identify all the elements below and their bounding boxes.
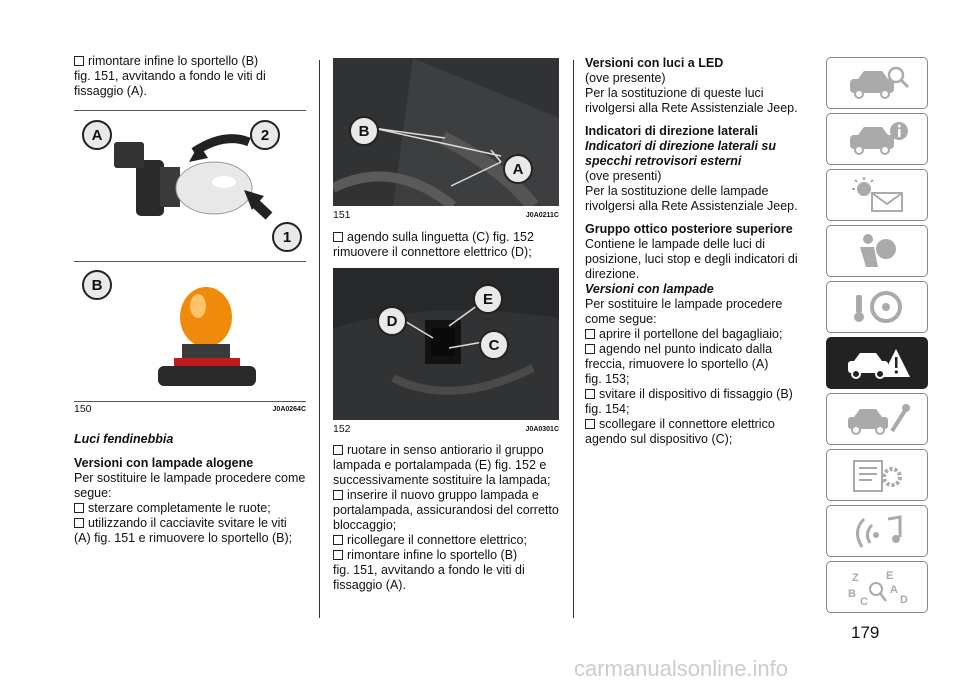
car-search-icon xyxy=(850,66,910,99)
bullet-square-icon xyxy=(333,490,343,500)
subsection-title: Versioni con lampade xyxy=(585,282,714,296)
bullet-square-icon xyxy=(585,389,595,399)
tab-emergency[interactable] xyxy=(826,337,928,389)
figure-code: J0A0264C xyxy=(272,406,306,413)
paragraph: Per sostituire le lampade procedere come… xyxy=(585,297,783,326)
step-item: agendo sulla linguetta (C) fig. 152 rimu… xyxy=(333,230,534,259)
figure-number: 151 xyxy=(333,209,351,221)
pwy-bulb-illustration xyxy=(158,287,256,386)
figure-callout-b: B xyxy=(349,116,379,146)
figure-callout-b: B xyxy=(82,270,112,300)
step-item: scollegare il connettore elettrico agend… xyxy=(585,417,775,446)
paragraph: Contiene le lampade delle luci di posizi… xyxy=(585,237,798,281)
bullet-square-icon xyxy=(333,550,343,560)
bullet-square-icon xyxy=(333,232,343,242)
svg-text:A: A xyxy=(890,584,898,596)
section-title: Versioni con luci a LED xyxy=(585,56,724,70)
tab-technical-data[interactable] xyxy=(826,449,928,501)
figure-code: J0A0211C xyxy=(525,212,559,219)
figure-152-photo: D E C xyxy=(333,268,559,420)
column-divider xyxy=(319,60,320,618)
figure-top-rule xyxy=(74,110,306,111)
svg-text:B: B xyxy=(848,588,856,600)
figure-code: J0A0301C xyxy=(525,426,559,433)
step-continuation: fig. 151, avvitando a fondo le viti di f… xyxy=(74,69,266,98)
tab-safety[interactable] xyxy=(826,225,928,277)
tab-multimedia[interactable] xyxy=(826,505,928,557)
figure-caption: 151 J0A0211C xyxy=(333,208,559,223)
subsection-title: Versioni con lampade alogene xyxy=(74,456,254,470)
step-item: inserire il nuovo gruppo lampada e porta… xyxy=(333,488,559,532)
bullet-square-icon xyxy=(333,535,343,545)
svg-text:D: D xyxy=(900,594,908,606)
subsection-title: Indicatori di direzione laterali su spec… xyxy=(585,139,777,168)
figure-150: A 2 1 B 150 J0A0264C xyxy=(74,112,306,415)
tab-warning-messages[interactable] xyxy=(826,169,928,221)
figure-callout-a: A xyxy=(82,120,112,150)
bullet-square-icon xyxy=(585,344,595,354)
paragraph: Per la sostituzione delle lampade rivolg… xyxy=(585,184,798,213)
figure-callout-c: C xyxy=(479,330,509,360)
step-continuation: fig. 154; xyxy=(585,402,630,416)
bullet-square-icon xyxy=(333,445,343,455)
figure-callout-d: D xyxy=(377,306,407,336)
airbag-person-icon xyxy=(860,234,896,267)
figure-number: 150 xyxy=(74,403,92,415)
step-continuation: fig. 153; xyxy=(585,372,630,386)
tab-car-info[interactable] xyxy=(826,113,928,165)
figure-caption: 150 J0A0264C xyxy=(74,402,306,417)
step-item: agendo nel punto indicato dalla freccia,… xyxy=(585,342,773,371)
watermark: carmanualsonline.info xyxy=(574,656,789,681)
figure-caption: 152 J0A0301C xyxy=(333,422,559,437)
step-item: ruotare in senso antiorario il gruppo la… xyxy=(333,443,551,487)
alphabetical-index-icon: Z E B A C D xyxy=(848,570,908,607)
paragraph: Per la sostituzione di queste luci rivol… xyxy=(585,86,798,115)
warning-light-message-icon xyxy=(852,177,903,212)
figure-number: 152 xyxy=(333,423,351,435)
paragraph: (ove presenti) xyxy=(585,169,662,183)
paragraph: Per sostituire le lampade procedere come… xyxy=(74,471,306,500)
specifications-gear-icon xyxy=(853,460,902,492)
paragraph: (ove presente) xyxy=(585,71,666,85)
section-title: Gruppo ottico posteriore superiore xyxy=(585,222,793,236)
figure-callout-2: 2 xyxy=(250,120,280,150)
section-title: Indicatori di direzione laterali xyxy=(585,124,758,138)
bullet-square-icon xyxy=(585,329,595,339)
step-item: rimontare infine lo sportello (B) xyxy=(333,548,559,563)
step-item: svitare il dispositivo di fissaggio (B) xyxy=(585,387,813,402)
step-continuation: fig. 151, avvitando a fondo le viti di f… xyxy=(333,563,525,592)
bullet-square-icon xyxy=(585,419,595,429)
halogen-bulb-illustration xyxy=(114,134,273,220)
column-divider xyxy=(573,60,574,618)
bullet-square-icon xyxy=(74,56,84,66)
bullet-square-icon xyxy=(74,503,84,513)
figure-callout-1: 1 xyxy=(272,222,302,252)
multimedia-icon xyxy=(856,515,902,548)
bullet-square-icon xyxy=(74,518,84,528)
tab-index[interactable]: Z E B A C D xyxy=(826,561,928,613)
tab-maintenance[interactable] xyxy=(826,393,928,445)
section-title: Luci fendinebbia xyxy=(74,432,174,446)
step-item: utilizzando il cacciavite svitare le vit… xyxy=(74,516,293,545)
tab-starting-driving[interactable] xyxy=(826,281,928,333)
figure-callout-a: A xyxy=(503,154,533,184)
step-item: aprire il portellone del bagagliaio; xyxy=(585,327,813,342)
figure-divider xyxy=(74,261,306,262)
car-info-icon xyxy=(850,122,908,155)
car-wrench-icon xyxy=(848,404,910,435)
figure-callout-e: E xyxy=(473,284,503,314)
tab-car-search[interactable] xyxy=(826,57,928,109)
svg-text:E: E xyxy=(886,570,893,582)
fog-lamp-connector-illustration xyxy=(333,268,559,420)
svg-text:Z: Z xyxy=(852,572,859,584)
page-number: 179 xyxy=(851,623,880,642)
figure-bottom-rule xyxy=(74,401,306,402)
step-item: rimontare infine lo sportello (B) xyxy=(74,54,306,69)
step-item: ricollegare il connettore elettrico; xyxy=(333,533,559,548)
svg-text:C: C xyxy=(860,596,868,607)
figure-151-photo: B A xyxy=(333,58,559,206)
car-breakdown-icon xyxy=(848,349,910,379)
step-item: sterzare completamente le ruote; xyxy=(74,501,306,516)
steering-key-icon xyxy=(854,291,902,323)
